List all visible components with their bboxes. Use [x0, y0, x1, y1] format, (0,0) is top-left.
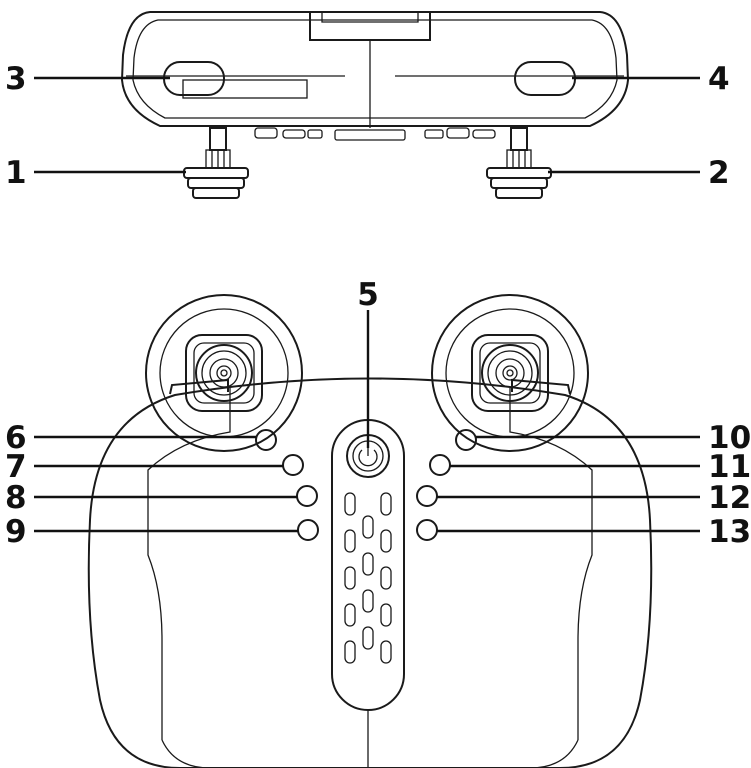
- button-10[interactable]: [455, 429, 477, 451]
- left-joystick-body[interactable]: [145, 294, 303, 452]
- callout-10: 10: [708, 420, 751, 456]
- callout-2: 2: [708, 155, 730, 191]
- callout-4: 4: [708, 61, 730, 97]
- callout-12: 12: [708, 480, 751, 516]
- callout-13: 13: [708, 514, 751, 550]
- button-11[interactable]: [429, 454, 451, 476]
- callout-11: 11: [708, 449, 751, 485]
- button-12[interactable]: [416, 485, 438, 507]
- callout-9: 9: [5, 514, 27, 550]
- right-shoulder-button[interactable]: [514, 61, 576, 96]
- button-7[interactable]: [282, 454, 304, 476]
- button-13[interactable]: [416, 519, 438, 541]
- right-stick-side[interactable]: [486, 127, 552, 199]
- button-9-real[interactable]: [297, 519, 319, 541]
- button-6[interactable]: [255, 429, 277, 451]
- button-8[interactable]: [296, 485, 318, 507]
- callout-3: 3: [5, 61, 27, 97]
- callout-1: 1: [5, 155, 27, 191]
- controller-top-view: [120, 11, 630, 199]
- left-shoulder-button[interactable]: [163, 61, 225, 96]
- controller-front-view: [87, 294, 653, 768]
- callout-5: 5: [357, 277, 379, 313]
- leader-lines: [34, 76, 700, 533]
- callout-labels: 1 2 3 4 5 6 7 8 9 10 11 12 13: [5, 61, 751, 550]
- speaker-slots: [344, 492, 392, 664]
- center-panel: [331, 419, 405, 711]
- callout-6: 6: [5, 420, 27, 456]
- left-stick-side[interactable]: [183, 127, 249, 199]
- callout-8: 8: [5, 480, 27, 516]
- callout-7: 7: [5, 449, 27, 485]
